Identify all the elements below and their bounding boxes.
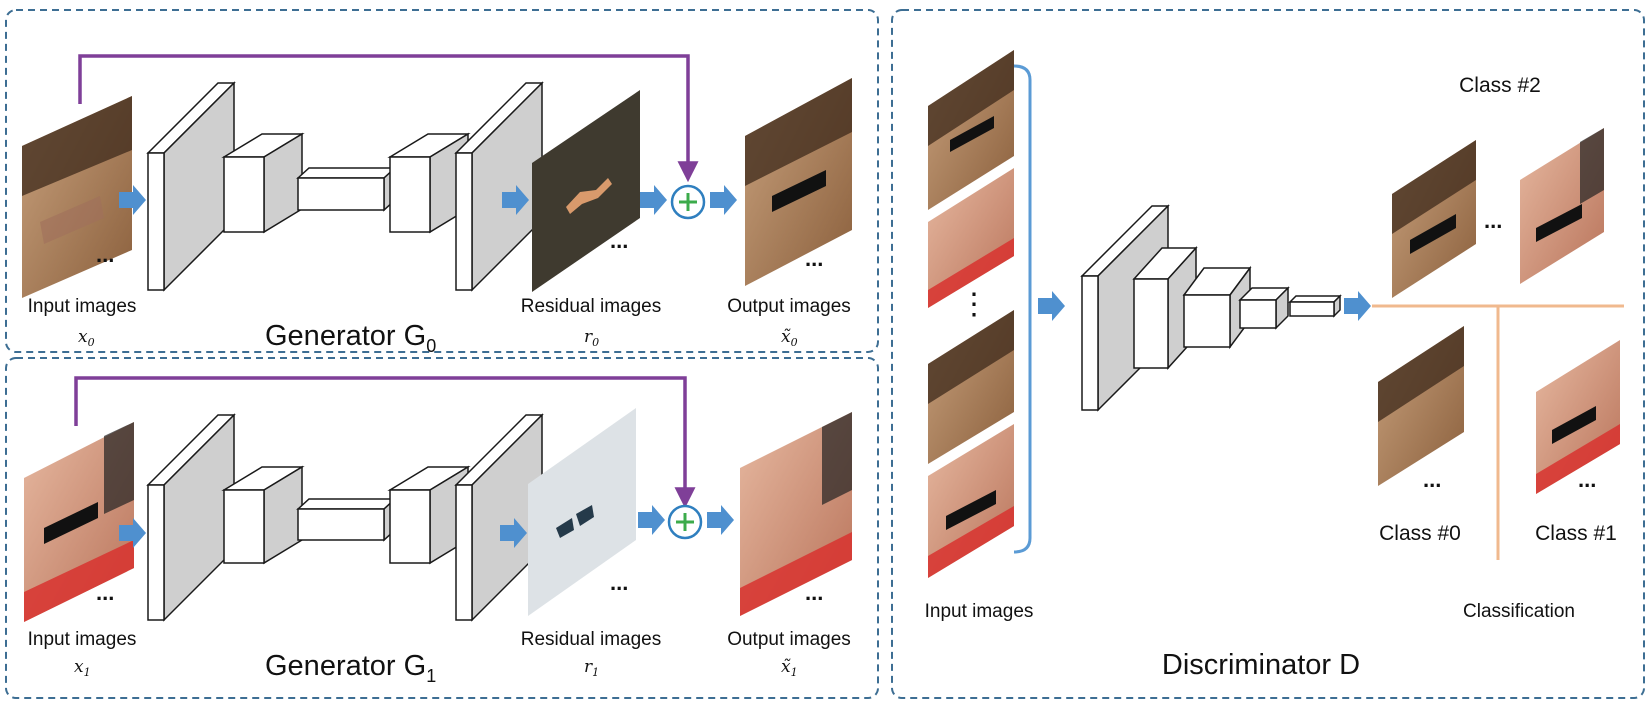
- residual-ellipsis: ...: [610, 228, 628, 253]
- output-variable: x̃0: [781, 327, 798, 349]
- output-images-label: Output images: [727, 629, 851, 650]
- residual-image: [528, 408, 636, 616]
- class2-ellipsis: ...: [1484, 208, 1502, 233]
- class1-label: Class #1: [1535, 522, 1617, 545]
- flow-arrow: [500, 518, 527, 548]
- output-ellipsis: ...: [805, 246, 823, 271]
- flow-arrow: [502, 185, 529, 215]
- network-layer: [1288, 294, 1342, 318]
- generator0-title: Generator G0: [265, 320, 436, 356]
- generator1: ...: [24, 376, 852, 686]
- class0-ellipsis: ...: [1423, 467, 1441, 492]
- residual-images-label: Residual images: [521, 296, 661, 317]
- generator1-panel: [5, 357, 879, 699]
- network-layer: [454, 413, 544, 622]
- adder-icon: [667, 504, 703, 540]
- discriminator-input-label: Input images: [925, 601, 1034, 622]
- output-variable: x̃1: [781, 657, 798, 679]
- encoder-decoder-network: [146, 81, 544, 292]
- discriminator-title: Discriminator D: [1162, 649, 1360, 681]
- vertical-ellipsis: ⋮: [959, 288, 989, 321]
- input-variable: x1: [74, 657, 91, 679]
- class0-label: Class #0: [1379, 522, 1461, 545]
- generator1-title: Generator G1: [265, 650, 436, 686]
- network-layer: [146, 413, 236, 622]
- skip-connection-arrow: [74, 376, 696, 509]
- class2-face-image: [1520, 128, 1604, 284]
- classification-label: Classification: [1463, 601, 1575, 622]
- input-images-label: Input images: [28, 629, 137, 650]
- flow-arrow: [707, 505, 734, 535]
- encoder-decoder-network: [146, 413, 544, 622]
- generator0-panel: [5, 9, 879, 353]
- network-layer: [221, 465, 305, 565]
- network-layer: [1080, 204, 1170, 412]
- output-face-image: [745, 78, 852, 286]
- network-layer: [146, 81, 236, 292]
- output-face-image: [740, 412, 852, 616]
- input-face-image: [928, 168, 1014, 308]
- network-layer: [1132, 246, 1198, 370]
- class1-face-image: [1536, 340, 1620, 494]
- class0-face-image: [1378, 326, 1464, 486]
- residual-ellipsis: ...: [610, 570, 628, 595]
- residual-images-label: Residual images: [521, 629, 661, 650]
- input-variable: x0: [78, 327, 95, 349]
- discriminator-panel: [891, 9, 1645, 699]
- flow-arrow: [638, 505, 665, 535]
- input-bracket: [1013, 64, 1032, 554]
- flow-arrow: [119, 518, 146, 548]
- discriminator: ⋮: [925, 50, 1624, 681]
- output-images-label: Output images: [727, 296, 851, 317]
- network-layer: [296, 497, 397, 542]
- residual-variable: r0: [584, 327, 599, 349]
- network-layer: [1238, 286, 1290, 330]
- input-ellipsis: ...: [96, 580, 114, 605]
- flow-arrow: [1038, 291, 1065, 321]
- class2-face-image: [1392, 140, 1476, 298]
- network-layer: [454, 81, 544, 292]
- flow-arrow: [640, 185, 667, 215]
- input-face-image: [24, 422, 134, 622]
- network-layer: [296, 166, 397, 212]
- input-face-image: [928, 310, 1014, 464]
- residual-image: [532, 90, 640, 292]
- input-face-image: [928, 50, 1014, 210]
- input-images-label: Input images: [28, 296, 137, 317]
- generator0: ...: [22, 54, 852, 356]
- adder-icon: [670, 184, 706, 220]
- flow-arrow: [1344, 291, 1371, 321]
- class1-ellipsis: ...: [1578, 467, 1596, 492]
- flow-arrow: [710, 185, 737, 215]
- class2-label: Class #2: [1459, 74, 1541, 97]
- input-face-image: [928, 424, 1014, 578]
- output-ellipsis: ...: [805, 580, 823, 605]
- classification-tree: [1372, 304, 1624, 560]
- network-layer: [221, 132, 305, 234]
- residual-variable: r1: [584, 657, 599, 679]
- flow-arrow: [119, 185, 146, 215]
- input-face-image: [22, 96, 132, 298]
- skip-connection-arrow: [78, 54, 699, 183]
- discriminator-network: [1080, 204, 1342, 412]
- input-ellipsis: ...: [96, 242, 114, 267]
